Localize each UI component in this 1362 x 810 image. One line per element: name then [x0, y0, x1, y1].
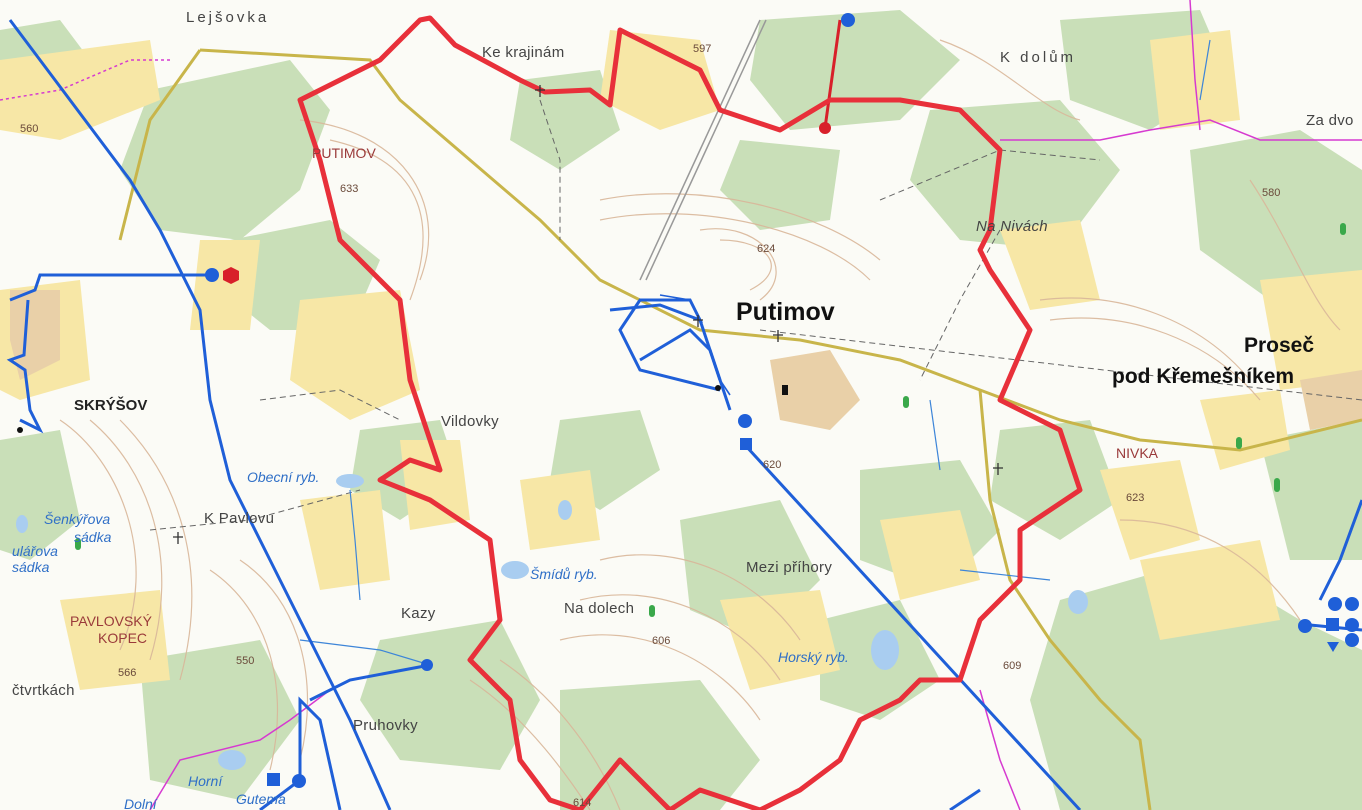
elevation-580: 580: [1262, 187, 1281, 199]
label-horni: Horní: [188, 773, 223, 789]
water-network-thin: [659, 294, 731, 396]
elevation-623: 623: [1126, 492, 1145, 504]
label-putimov-hill: PUTIMOV: [312, 145, 376, 161]
label-kularova-line2: sádka: [12, 559, 50, 575]
roads: [118, 48, 1362, 810]
label-lejsovka: Lejšovka: [186, 9, 270, 26]
red-link: [823, 19, 842, 129]
elevation-560: 560: [20, 123, 39, 135]
label-senkyrova-line1: Šenkýřova: [44, 511, 111, 527]
railway: [639, 19, 767, 281]
label-senkyrova-line2: sádka: [74, 529, 112, 545]
label-putimov-town: Putimov: [736, 298, 835, 326]
label-smidu-ryb: Šmídů ryb.: [530, 566, 598, 582]
label-horsky-ryb: Horský ryb.: [778, 649, 849, 665]
elevation-566: 566: [118, 667, 137, 679]
label-prosec-line2: pod Křemešníkem: [1112, 365, 1295, 388]
label-k-pavlovu: K Pavlovu: [204, 510, 275, 527]
field-areas: [0, 30, 1362, 690]
label-vildovky: Vildovky: [441, 413, 499, 430]
label-kazy: Kazy: [401, 605, 436, 622]
label-kularova-line1: ulářova: [12, 543, 58, 559]
label-pavlovsky-line2: KOPEC: [98, 630, 148, 646]
elevation-620: 620: [763, 459, 782, 471]
network-nodes: [17, 13, 1359, 788]
elevation-624: 624: [757, 243, 776, 255]
label-ctvrtkach: čtvrtkách: [12, 682, 75, 699]
contour-lines: [59, 39, 1341, 810]
cadastral-border: [297, 15, 1083, 810]
label-k-dolum: K dolům: [1000, 49, 1077, 66]
label-skrysov: SKRÝŠOV: [74, 397, 148, 414]
water-bodies: [16, 474, 1088, 770]
tree-markers: [75, 223, 1346, 617]
label-pruhovky: Pruhovky: [353, 717, 418, 734]
label-pavlovsky-line1: PAVLOVSKÝ: [70, 613, 152, 629]
builtup-areas: [10, 290, 1362, 430]
elevation-597: 597: [693, 43, 712, 55]
elevation-606: 606: [652, 635, 671, 647]
elevation-614: 614: [573, 797, 592, 809]
label-obecni-ryb: Obecní ryb.: [247, 469, 320, 485]
elevation-550: 550: [236, 655, 255, 667]
label-na-dolech: Na dolech: [564, 600, 635, 617]
streams: [299, 39, 1211, 666]
label-ke-krajinam: Ke krajinám: [482, 44, 565, 61]
label-nivka: NIVKA: [1116, 445, 1159, 461]
elevation-609: 609: [1003, 660, 1022, 672]
elevation-633: 633: [340, 183, 359, 195]
label-na-nivach: Na Nivách: [976, 218, 1048, 235]
cross-markers: [173, 85, 1003, 544]
label-mezi-prihory: Mezi příhory: [746, 559, 833, 576]
label-za-dvo: Za dvo: [1306, 112, 1354, 129]
label-gutema: Gutema: [236, 791, 286, 807]
label-dolni: Dolní: [124, 796, 157, 810]
label-prosec-line1: Proseč: [1244, 334, 1315, 357]
